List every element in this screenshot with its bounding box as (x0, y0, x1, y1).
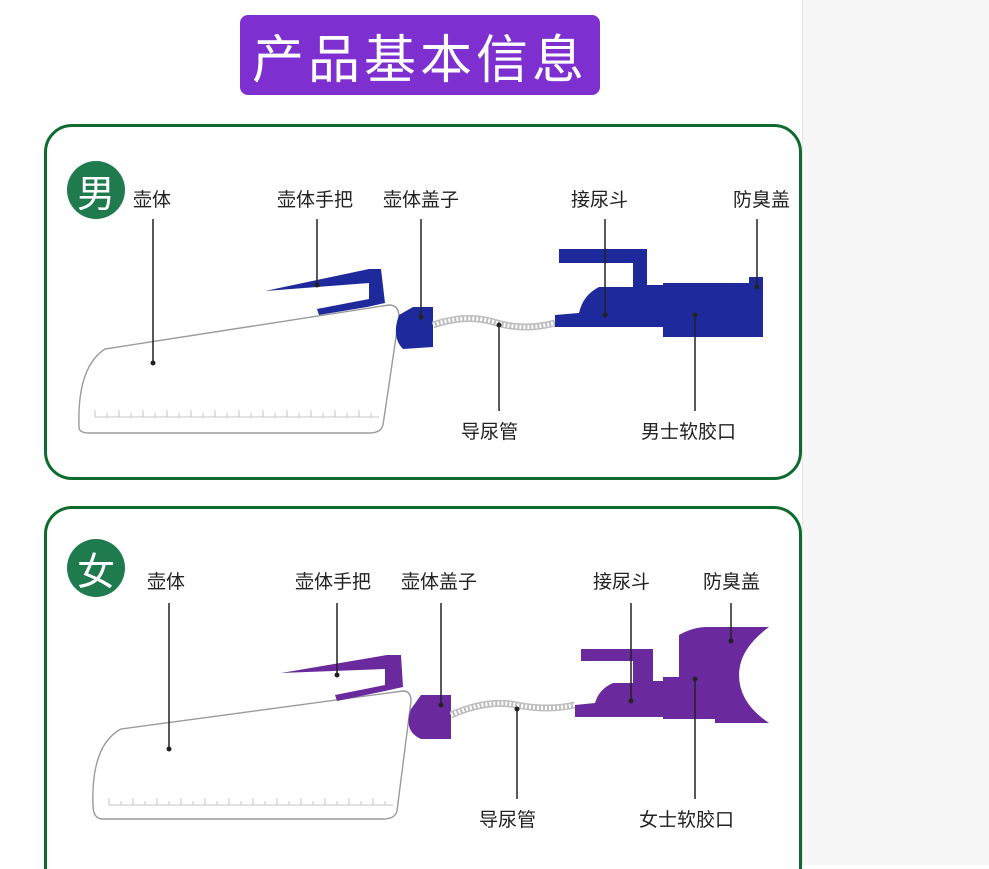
right-gutter (802, 0, 989, 865)
male-label-funnel: 接尿斗 (571, 189, 629, 211)
male-label-tube: 导尿管 (461, 421, 519, 443)
female-label-body: 壶体 (147, 571, 186, 593)
male-leader-lines (152, 219, 758, 411)
female-leader-dots (166, 638, 734, 752)
male-leader-dots (150, 282, 760, 366)
male-label-handle: 壶体手把 (277, 189, 354, 211)
female-bottle-scale (108, 798, 393, 806)
female-label-handle: 壶体手把 (295, 571, 372, 593)
female-label-mouth: 女士软胶口 (639, 809, 735, 831)
male-bottle-handle (265, 269, 385, 315)
female-soft-mouth (663, 627, 715, 719)
female-drain-tube (449, 699, 576, 719)
female-urinal-diagram (92, 603, 769, 820)
male-soft-mouth (663, 283, 753, 337)
male-gender-badge: 男 (67, 161, 125, 219)
female-label-cap: 防臭盖 (703, 571, 761, 593)
male-label-mouth: 男士软胶口 (641, 421, 737, 443)
male-label-lid: 壶体盖子 (383, 189, 460, 211)
female-label-tube: 导尿管 (479, 809, 537, 831)
female-gender-badge: 女 (67, 539, 125, 597)
male-funnel (555, 249, 665, 327)
male-urinal-diagram (78, 219, 763, 434)
male-label-cap: 防臭盖 (733, 189, 791, 211)
male-odor-cap (749, 277, 763, 337)
male-panel: 男 壶体 壶体手把 壶体盖子 接尿斗 防臭盖 导尿管 男士软胶口 (44, 124, 802, 480)
female-label-funnel: 接尿斗 (593, 571, 651, 593)
female-odor-cap (715, 627, 769, 723)
female-bottle-lid (408, 695, 451, 739)
male-bottle-scale (94, 410, 379, 418)
male-label-body: 壶体 (133, 189, 172, 211)
female-panel: 女 壶体 壶体手把 壶体盖子 接尿斗 防臭盖 导尿管 女士软胶口 (44, 506, 802, 869)
female-leader-lines (168, 603, 732, 799)
female-bottle-handle (281, 655, 403, 701)
female-funnel (575, 649, 665, 717)
female-bottle-body (92, 690, 412, 820)
male-bottle-lid (395, 307, 433, 349)
page-title: 产品基本信息 (240, 15, 600, 95)
female-label-lid: 壶体盖子 (401, 571, 478, 593)
product-info-page: 产品基本信息 男 壶体 壶体手把 壶体盖子 接尿斗 防臭盖 导尿管 男士软胶口 (44, 0, 802, 869)
